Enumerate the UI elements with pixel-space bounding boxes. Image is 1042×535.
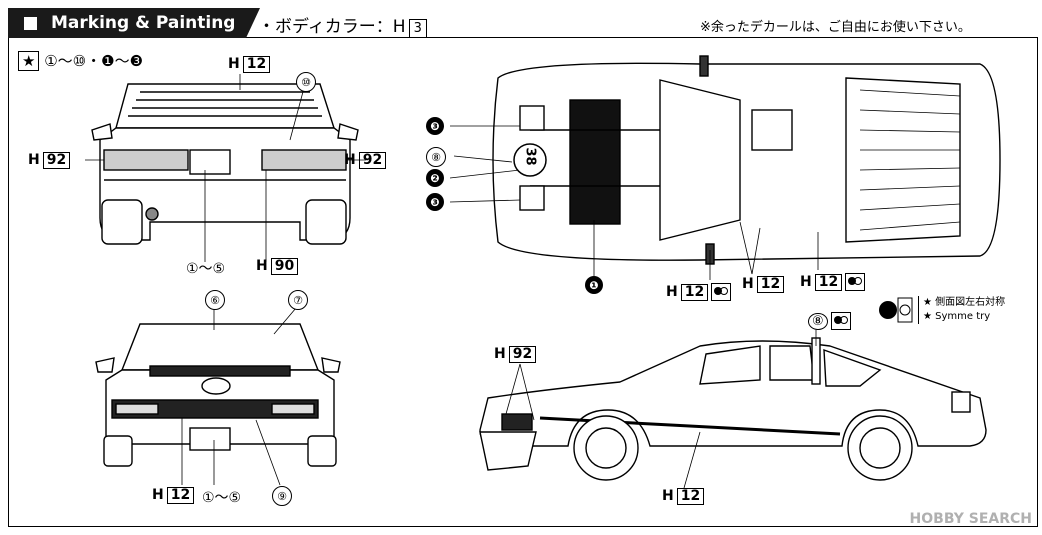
decal-3a-marker: ❸ <box>426 117 444 135</box>
section-header: Marking & Painting <box>8 8 260 38</box>
diagram-frame <box>8 37 1038 527</box>
body-color-code: 3 <box>408 19 427 38</box>
rear-decal-range: ①〜⑤ <box>186 261 226 277</box>
decal-1-marker: ❶ <box>585 276 603 294</box>
decal-2-marker: ❷ <box>426 169 444 187</box>
rear-view-drawing <box>91 83 359 245</box>
decal-8-marker-side: ⑧ <box>808 312 851 330</box>
race-sticker <box>513 143 547 177</box>
left-right-symbol-icon <box>845 273 866 291</box>
decal-3b-marker: ❸ <box>426 193 444 211</box>
symmetry-open-dot-icon <box>899 304 911 316</box>
symmetry-filled-dot-icon <box>879 301 897 319</box>
race-number: 38 <box>522 147 538 166</box>
left-right-symbol-icon <box>830 312 851 330</box>
decal-10-marker: ⑩ <box>296 72 316 92</box>
decal-8-marker-top: ⑧ <box>426 147 446 167</box>
decal-7-marker: ⑦ <box>288 290 308 310</box>
decal-range-legend: ★ ①〜⑩・❶〜❸ <box>18 50 143 71</box>
side-view-drawing <box>479 337 987 481</box>
watermark: HOBBY SEARCH <box>909 511 1032 527</box>
front-view-drawing <box>95 323 341 467</box>
section-title: Marking & Painting <box>51 13 236 33</box>
decal-9-marker: ⑨ <box>272 486 292 506</box>
top-view-drawing <box>492 55 1001 265</box>
decal-6-marker: ⑥ <box>205 290 225 310</box>
square-icon <box>24 16 37 30</box>
star-icon: ★ <box>18 51 40 71</box>
decal-note: ※余ったデカールは、ご自由にお使い下さい。 <box>700 20 971 35</box>
left-right-symbol-icon <box>711 283 732 301</box>
front-decal-range: ①〜⑤ <box>202 490 242 506</box>
symmetry-note: ★ 側面図左右対称 ★ Symme try <box>918 296 1005 324</box>
